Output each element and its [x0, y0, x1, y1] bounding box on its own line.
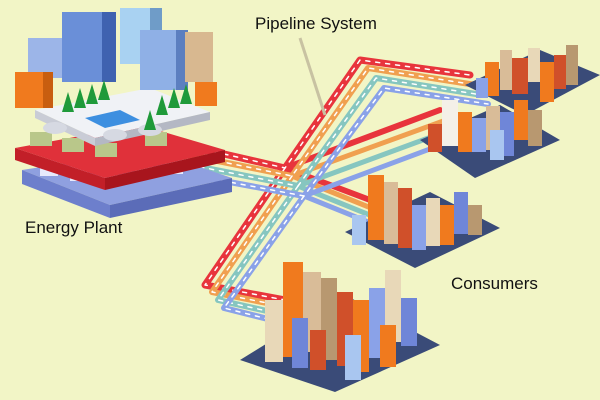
plant-trees: [62, 80, 192, 130]
pipeline-system-label: Pipeline System: [255, 14, 377, 33]
consumer-district-3: [345, 175, 500, 268]
consumers-label: Consumers: [451, 274, 538, 293]
consumer-district-1: [465, 45, 600, 115]
pipeline-network: [181, 56, 491, 331]
consumer-district-4: [240, 262, 440, 392]
energy-plant-label: Energy Plant: [25, 218, 123, 237]
consumer-district-2: [420, 100, 560, 178]
energy-plant: [15, 8, 232, 218]
pipeline-pointer-line: [298, 37, 327, 116]
